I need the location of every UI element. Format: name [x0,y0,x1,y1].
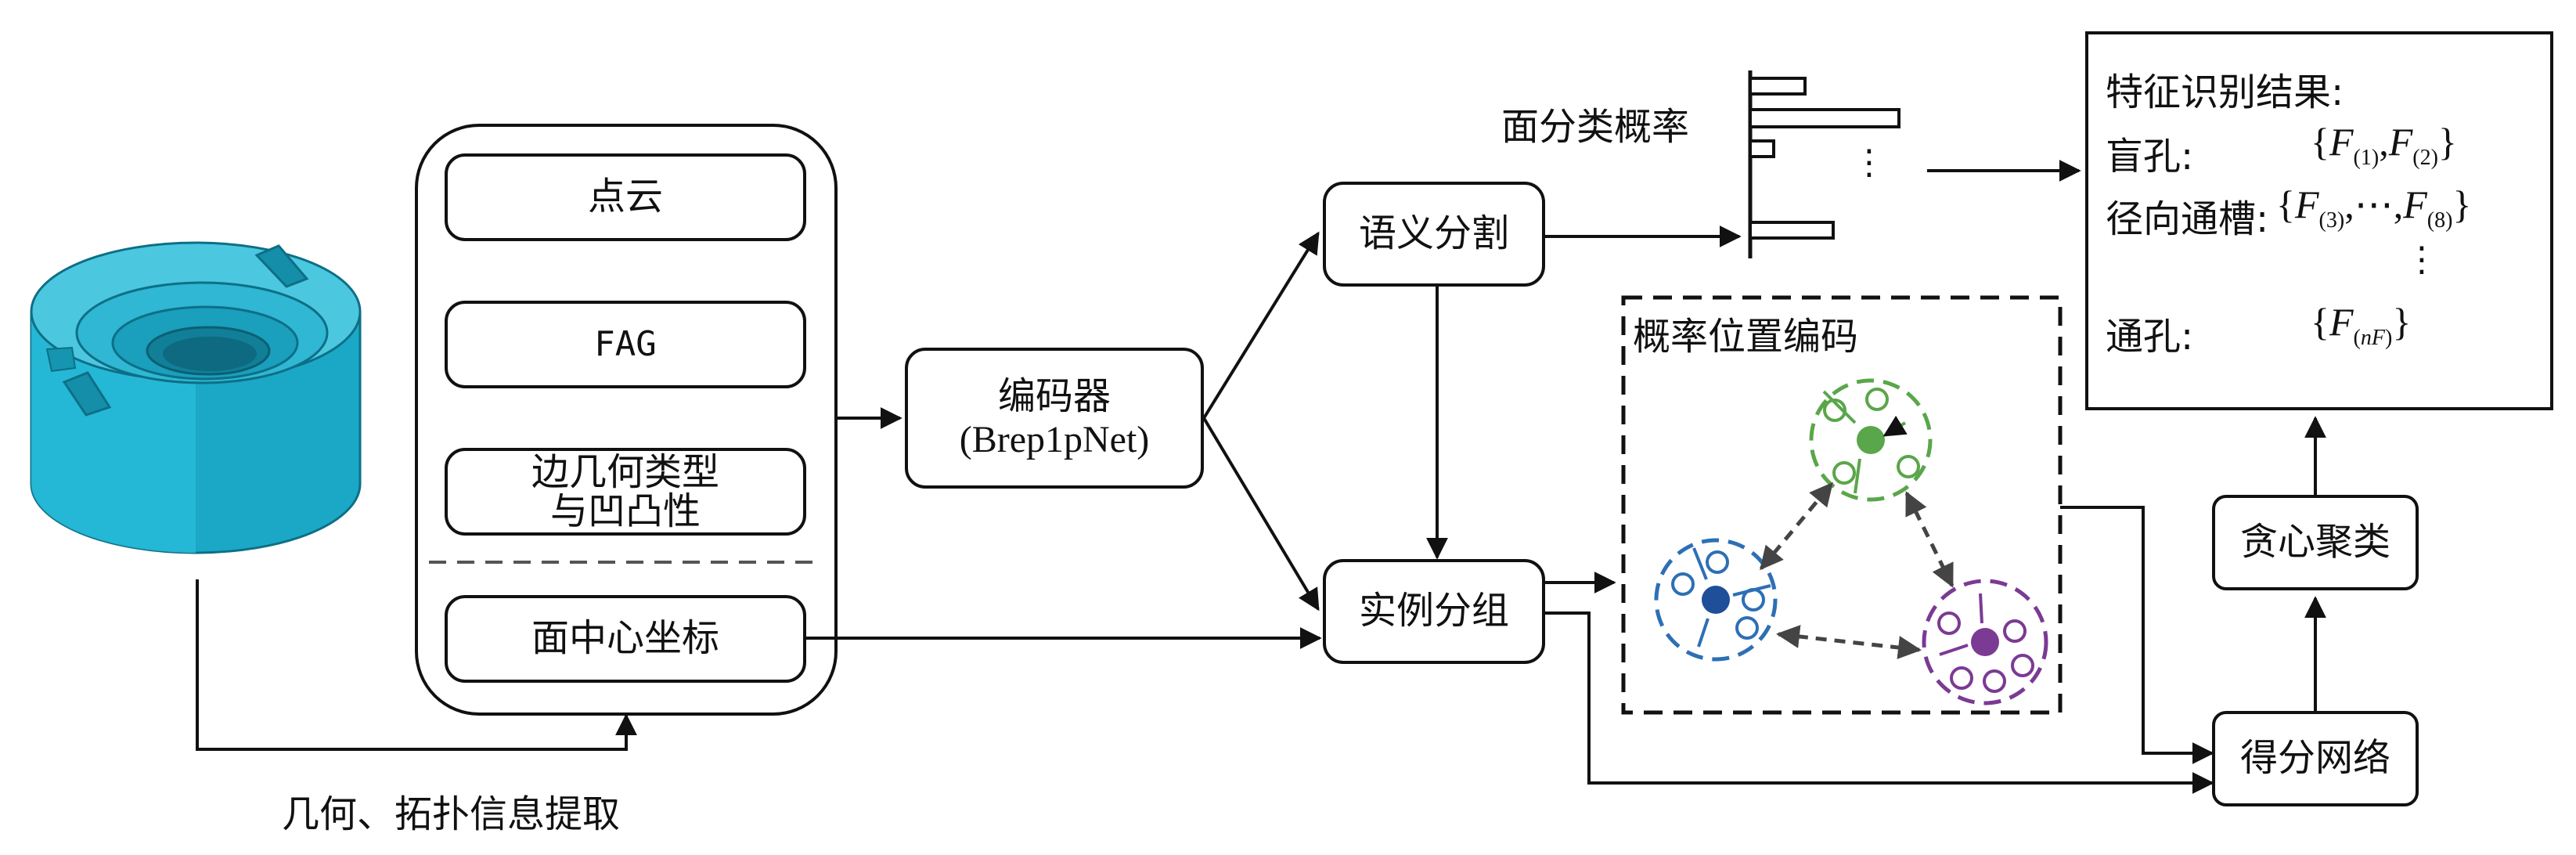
feature-item-edge-type: 边几何类型 与凹凸性 [445,448,806,536]
edge-type-line1: 边几何类型 [531,449,719,494]
histogram-ellipsis: ⋮ [1852,142,1886,182]
result-row-through-hole-set: {F(nF)} [2311,300,2412,350]
feature-item-fag: FAG [445,301,806,388]
link-green-purple [1904,491,1955,588]
edge-type-line2: 与凹凸性 [549,489,701,533]
arrow-encoding-to-score [2060,506,2214,764]
prob-encoding-title: 概率位置编码 [1633,315,1859,359]
result-box: 特征识别结果: 盲孔: {F(1),F(2)} 径向通槽: {F(3),⋯,F(… [2085,31,2553,410]
arrow-encoder-to-semseg [1202,231,1320,420]
semantic-segmentation-box: 语义分割 [1323,182,1545,287]
feature-item-point-cloud: 点云 [445,153,806,241]
arrow-part-to-panel [196,579,637,751]
prob-encoding-frame [1621,295,2063,715]
arrow-encoder-to-grouping [1202,417,1320,611]
result-row-blind-hole-name: 盲孔: [2106,135,2194,179]
result-row-radial-slot-name: 径向通槽: [2106,197,2269,241]
face-prob-label: 面分类概率 [1501,105,1690,149]
result-title: 特征识别结果: [2106,70,2344,114]
link-blue-green [1760,482,1833,571]
feature-item-face-center: 面中心坐标 [445,595,806,683]
cad-part-image [30,241,362,554]
score-network-box: 得分网络 [2212,711,2419,806]
instance-grouping-box: 实例分组 [1323,559,1545,664]
cluster-green [1809,378,1933,502]
input-caption: 几何、拓扑信息提取 [282,792,621,836]
result-row-through-hole-name: 通孔: [2106,315,2194,359]
result-ellipsis: ⋮ [2405,240,2439,280]
encoder-subtitle: (Brep1pNet) [959,419,1150,460]
result-row-radial-slot-set: {F(3),⋯,F(8)} [2276,182,2472,233]
encoder-box: 编码器 (Brep1pNet) [905,348,1204,489]
greedy-clustering-box: 贪心聚类 [2212,495,2419,590]
link-blue-purple [1776,625,1922,659]
cluster-blue [1654,538,1778,662]
encoder-title: 编码器 [997,373,1111,418]
face-prob-histogram [1748,70,1900,258]
arrow-grouping-to-score [1545,611,2214,794]
cluster-purple [1922,579,2048,705]
result-row-blind-hole-set: {F(1),F(2)} [2311,120,2457,170]
